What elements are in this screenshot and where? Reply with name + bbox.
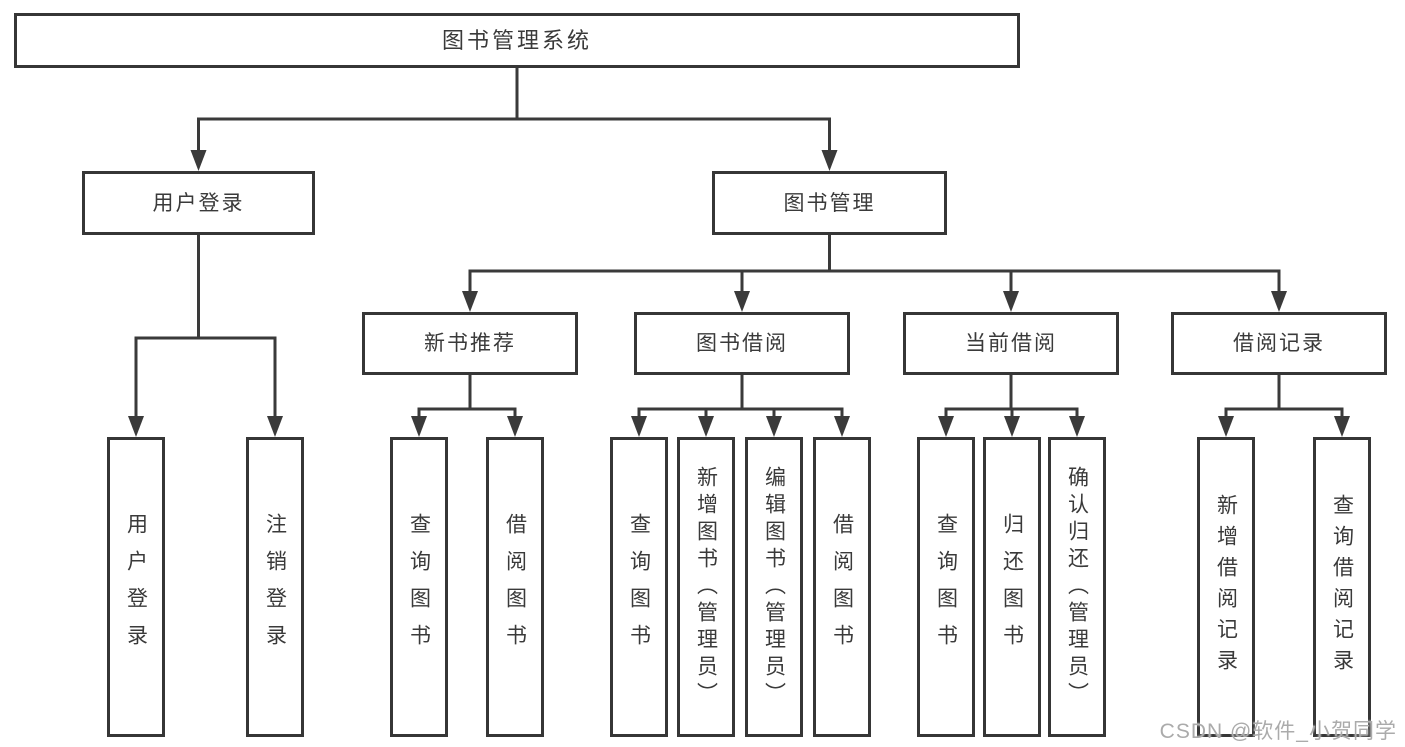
leaf-newbook-borrow: 借阅图书 [486,437,544,737]
leaf-user-login: 用户登录 [107,437,165,737]
node-current-borrow: 当前借阅 [903,312,1119,375]
connector-login-rail [134,336,277,420]
leaf-record-add: 新增借阅记录 [1197,437,1255,737]
connector-borrow-rail [637,407,844,420]
connector-level2-rail [197,117,831,154]
leaf-borrow-edit-admin: 编辑图书（管理员） [745,437,803,737]
leaf-borrow-add-admin: 新增图书（管理员） [677,437,735,737]
node-root: 图书管理系统 [14,13,1020,68]
leaf-logout: 注销登录 [246,437,304,737]
node-new-book-recommend: 新书推荐 [362,312,578,375]
node-user-login: 用户登录 [82,171,315,235]
leaf-borrow-query: 查询图书 [610,437,668,737]
leaf-current-confirm-admin: 确认归还（管理员） [1048,437,1106,737]
node-book-borrow: 图书借阅 [634,312,850,375]
csdn-watermark: CSDN @软件_小贺同学 [1159,720,1397,743]
leaf-current-query: 查询图书 [917,437,975,737]
connector-record-rail [1224,407,1344,420]
connector-newbook-rail [417,407,517,420]
leaf-newbook-query: 查询图书 [390,437,448,737]
node-borrow-record: 借阅记录 [1171,312,1387,375]
node-book-management: 图书管理 [712,171,947,235]
leaf-record-query: 查询借阅记录 [1313,437,1371,737]
connector-mgmt-rail [468,269,1281,295]
leaf-current-return: 归还图书 [983,437,1041,737]
arrowheads [128,150,1350,437]
leaf-borrow-book: 借阅图书 [813,437,871,737]
